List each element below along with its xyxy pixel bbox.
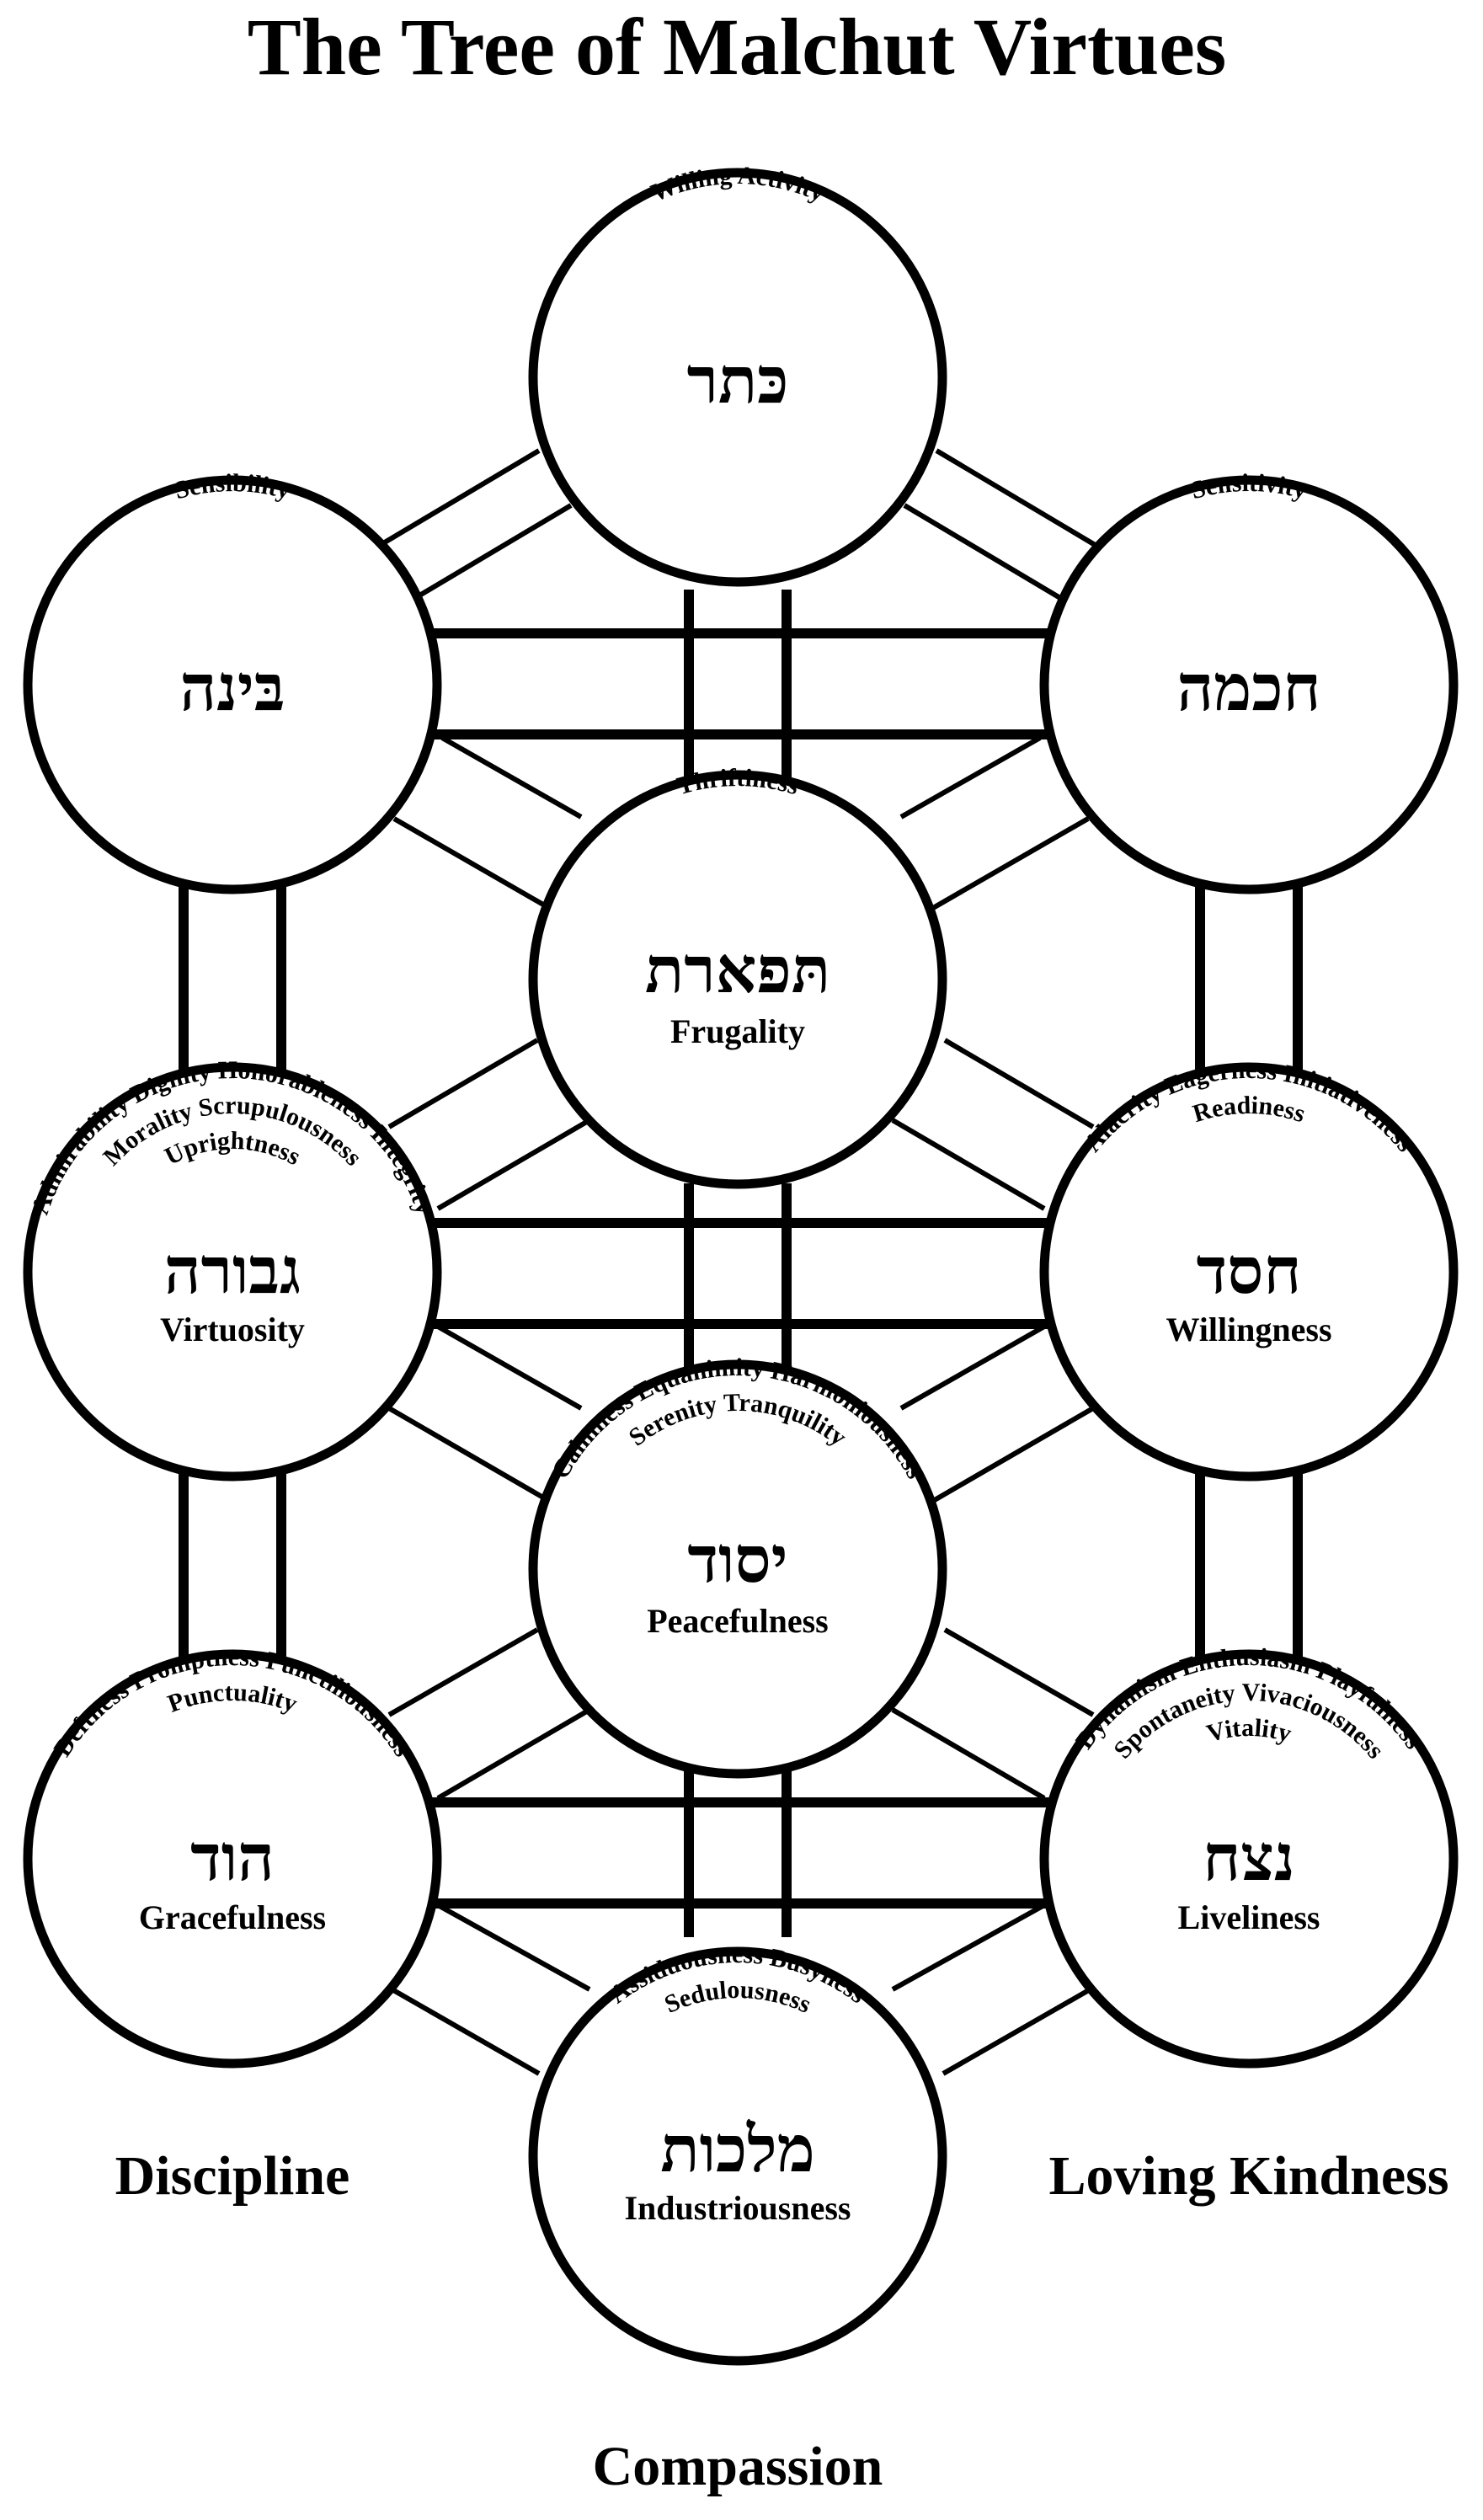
path-keter-binah-inner bbox=[409, 503, 573, 603]
netzach-hebrew: נצח bbox=[1203, 1820, 1295, 1895]
yesod-virtue-name: Peacefulness bbox=[647, 1602, 829, 1640]
netzach-virtue-name: Liveliness bbox=[1178, 1898, 1320, 1936]
connection-paths bbox=[179, 448, 1303, 2076]
path-binah-tiferet-b bbox=[392, 816, 551, 910]
path-tiferet-gevurah-b bbox=[436, 1118, 591, 1211]
path-chochmah-tiferet-b bbox=[931, 816, 1090, 910]
path-keter-binah-outer bbox=[377, 448, 541, 548]
circle-yesod bbox=[528, 1359, 947, 1779]
sefirot-circles bbox=[23, 168, 1459, 2366]
path-tiferet-chesed-b bbox=[891, 1118, 1046, 1211]
yesod-hebrew: יסוד bbox=[687, 1522, 787, 1597]
circle-binah bbox=[23, 475, 442, 894]
gevurah-virtue-name: Virtuosity bbox=[160, 1311, 305, 1348]
path-chochmah-tiferet-a bbox=[899, 735, 1042, 820]
circle-keter bbox=[528, 168, 947, 587]
circle-hod bbox=[23, 1649, 442, 2069]
chesed-virtue-name: Willingness bbox=[1166, 1311, 1331, 1348]
path-yesod-netzach-a bbox=[943, 1627, 1095, 1717]
path-tiferet-gevurah-a bbox=[387, 1038, 539, 1129]
chochmah-hebrew: חכמה bbox=[1177, 650, 1321, 725]
keter-hebrew: כּתר bbox=[687, 343, 789, 418]
gevurah-hebrew: גבורה bbox=[164, 1233, 301, 1308]
malchut-virtue-name: Industriousness bbox=[624, 2189, 851, 2227]
path-netzach-malchut-b bbox=[942, 1985, 1095, 2076]
pillar-label-right: Loving Kindness bbox=[1048, 2145, 1448, 2207]
sefirah-tiferet: Thriftiness תּפארת Frugality bbox=[645, 764, 830, 1050]
path-hod-malchut-a bbox=[436, 1903, 591, 1992]
path-binah-tiferet-a bbox=[440, 735, 583, 820]
circle-chesed bbox=[1039, 1062, 1459, 1482]
path-chesed-yesod-a bbox=[899, 1324, 1046, 1411]
circle-netzach bbox=[1039, 1649, 1459, 2069]
hod-virtue-name: Gracefulness bbox=[139, 1898, 326, 1936]
pillar-label-left: Discipline bbox=[115, 2145, 350, 2207]
tiferet-hebrew: תּפארת bbox=[645, 932, 830, 1007]
path-chesed-yesod-b bbox=[931, 1406, 1095, 1503]
path-netzach-malchut-a bbox=[891, 1903, 1046, 1992]
path-keter-chochmah-outer bbox=[935, 448, 1098, 548]
circle-tiferet bbox=[528, 770, 947, 1189]
malchut-hebrew: מלכות bbox=[660, 2112, 815, 2186]
circle-gevurah bbox=[23, 1062, 442, 1482]
binah-hebrew: בּינה bbox=[180, 650, 285, 725]
path-yesod-hod-a bbox=[387, 1627, 539, 1717]
path-yesod-netzach-b bbox=[891, 1707, 1046, 1801]
path-hod-malchut-b bbox=[387, 1985, 541, 2076]
path-yesod-hod-b bbox=[436, 1707, 591, 1801]
circle-chochmah bbox=[1039, 475, 1459, 894]
path-gevurah-yesod-a bbox=[436, 1324, 583, 1411]
hod-hebrew: הוד bbox=[190, 1820, 275, 1895]
path-keter-chochmah-inner bbox=[903, 503, 1066, 603]
circle-malchut bbox=[528, 1946, 947, 2366]
path-gevurah-yesod-b bbox=[387, 1406, 551, 1503]
pillar-label-bottom: Compassion bbox=[593, 2436, 883, 2497]
tiferet-virtue-name: Frugality bbox=[670, 1012, 805, 1050]
page-title: The Tree of Malchut Virtues bbox=[248, 2, 1227, 92]
chesed-hebrew: חסד bbox=[1197, 1233, 1302, 1308]
path-tiferet-chesed-a bbox=[943, 1038, 1095, 1129]
